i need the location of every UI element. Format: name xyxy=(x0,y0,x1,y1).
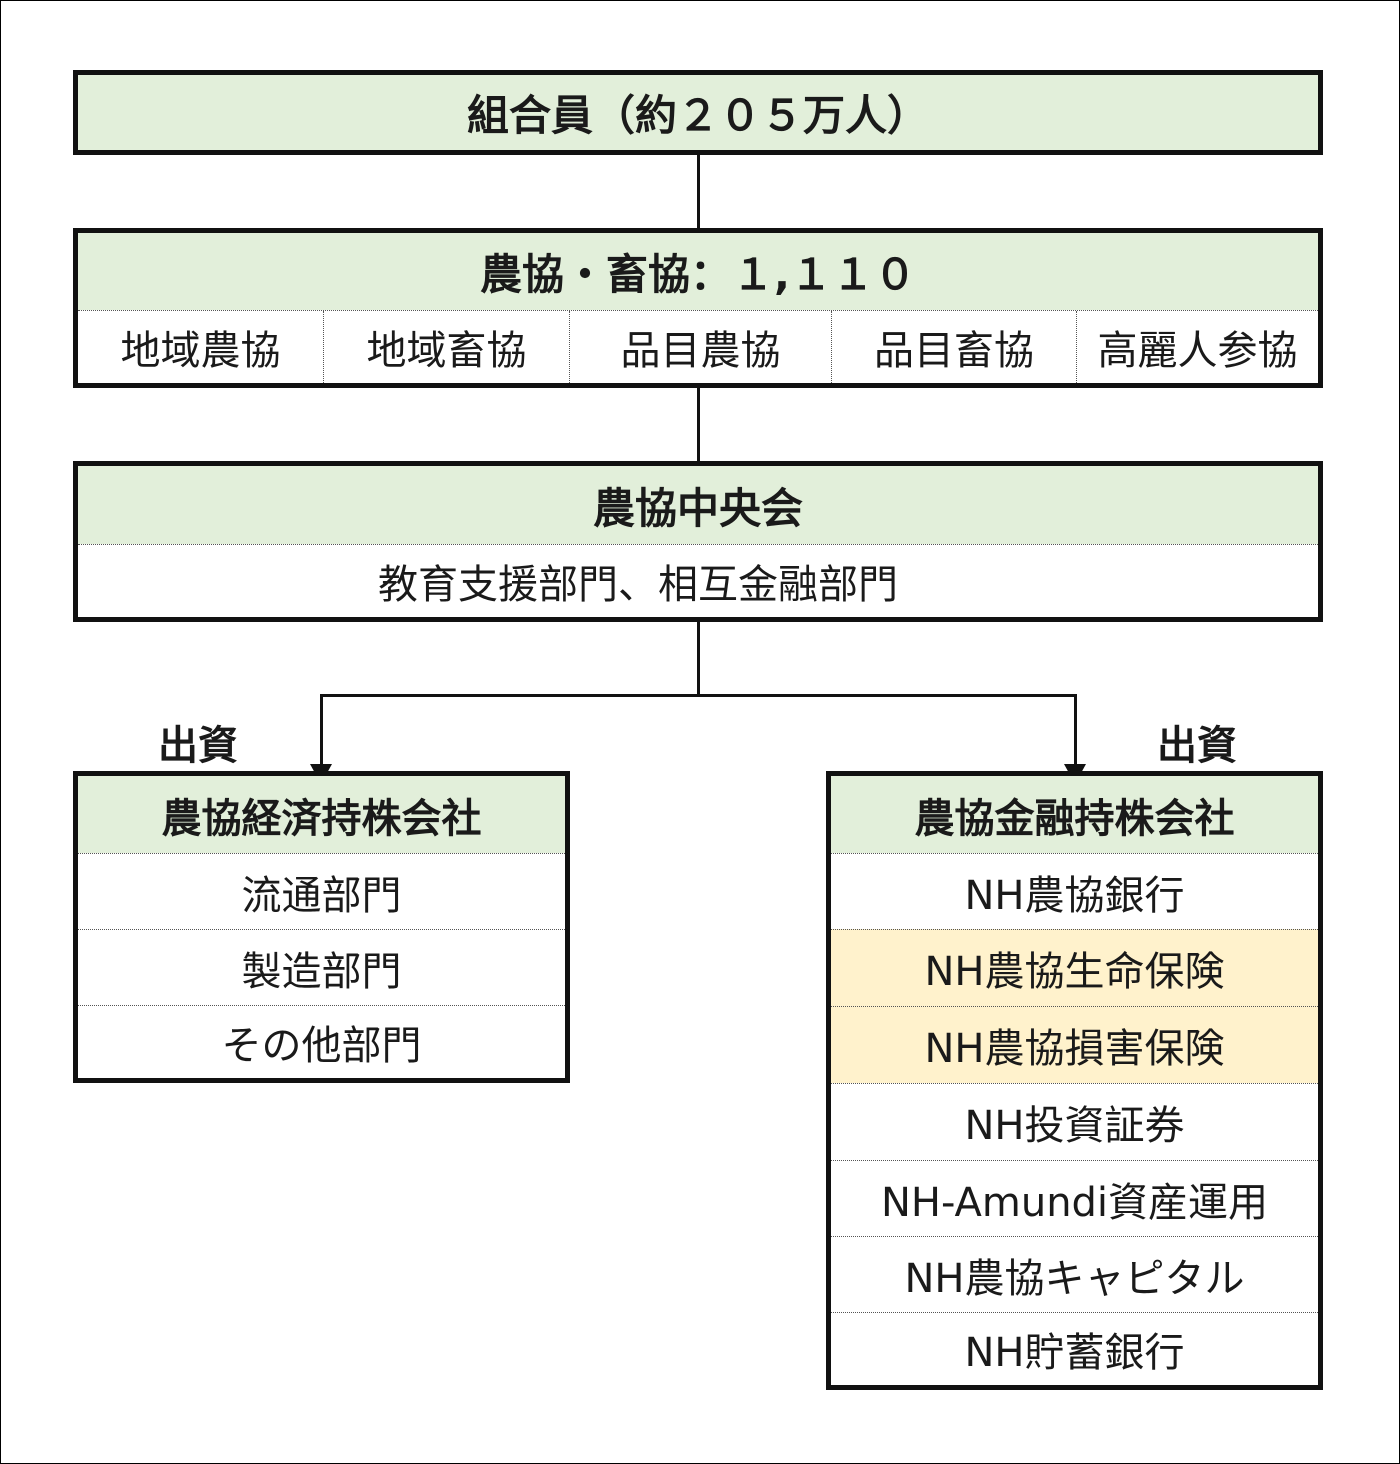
financial-item-bank: NH農協銀行 xyxy=(831,853,1318,929)
cooperatives-box: 農協・畜協：１,１１０ 地域農協 地域畜協 品目農協 品目畜協 高麗人参協 xyxy=(73,228,1323,388)
coop-type-commodity-agri: 品目農協 xyxy=(570,311,832,383)
financial-item-savings-bank: NH貯蓄銀行 xyxy=(831,1312,1318,1385)
economic-item-distribution: 流通部門 xyxy=(78,853,565,929)
connector-horizontal xyxy=(320,694,1077,697)
members-title: 組合員（約２０５万人） xyxy=(78,75,1318,150)
coop-type-regional-livestock: 地域畜協 xyxy=(324,311,570,383)
connector-members-coops xyxy=(697,153,700,230)
investment-label-right: 出資 xyxy=(1157,723,1237,769)
investment-label-left: 出資 xyxy=(158,723,238,769)
financial-holding-box: 農協金融持株会社 NH農協銀行 NH農協生命保険 NH農協損害保険 NH投資証券… xyxy=(826,771,1323,1390)
financial-holding-title: 農協金融持株会社 xyxy=(831,776,1318,853)
connector-right-drop xyxy=(1074,694,1077,764)
financial-item-property-insurance: NH農協損害保険 xyxy=(831,1006,1318,1083)
cooperative-types-row: 地域農協 地域畜協 品目農協 品目畜協 高麗人参協 xyxy=(78,310,1318,383)
central-box: 農協中央会 教育支援部門、相互金融部門 xyxy=(73,461,1323,622)
connector-coops-central xyxy=(697,387,700,463)
central-subtitle: 教育支援部門、相互金融部門 xyxy=(78,544,1318,617)
coop-type-commodity-livestock: 品目畜協 xyxy=(832,311,1077,383)
cooperatives-title: 農協・畜協：１,１１０ xyxy=(78,233,1318,310)
financial-item-asset-management: NH-Amundi資産運用 xyxy=(831,1160,1318,1236)
central-title: 農協中央会 xyxy=(78,466,1318,544)
economic-holding-title: 農協経済持株会社 xyxy=(78,776,565,853)
financial-item-life-insurance: NH農協生命保険 xyxy=(831,929,1318,1006)
financial-item-securities: NH投資証券 xyxy=(831,1083,1318,1160)
coop-type-ginseng: 高麗人参協 xyxy=(1097,328,1298,374)
connector-central-down xyxy=(697,620,700,696)
economic-item-manufacturing: 製造部門 xyxy=(78,929,565,1005)
economic-holding-box: 農協経済持株会社 流通部門 製造部門 その他部門 xyxy=(73,771,570,1083)
economic-item-other: その他部門 xyxy=(78,1005,565,1078)
connector-left-drop xyxy=(320,694,323,764)
coop-type-regional-agri: 地域農協 xyxy=(78,311,324,383)
financial-item-capital: NH農協キャピタル xyxy=(831,1236,1318,1312)
members-box: 組合員（約２０５万人） xyxy=(73,70,1323,155)
